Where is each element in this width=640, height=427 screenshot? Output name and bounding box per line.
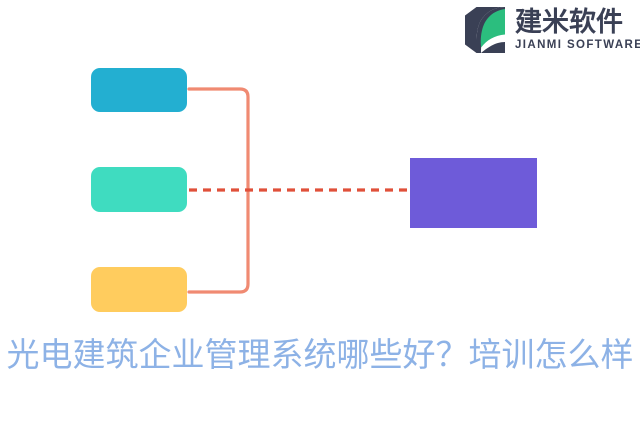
brand-logo-lockup: 建米软件 JIANMI SOFTWARE xyxy=(462,4,640,56)
jianmi-leaf-shield-logo-icon xyxy=(465,7,505,53)
brand-name-en: JIANMI SOFTWARE xyxy=(515,38,640,51)
caption-title: 光电建筑企业管理系统哪些好？培训怎么样 xyxy=(5,333,636,376)
brand-text-block: 建米软件 JIANMI SOFTWARE xyxy=(515,6,640,54)
node-blue[interactable] xyxy=(91,68,187,112)
node-purple[interactable] xyxy=(410,158,537,228)
node-green[interactable] xyxy=(91,167,187,212)
brand-name-cn: 建米软件 xyxy=(515,6,623,38)
caption-banner: 光电建筑企业管理系统哪些好？培训怎么样 xyxy=(0,332,640,378)
node-orange[interactable] xyxy=(91,267,187,312)
